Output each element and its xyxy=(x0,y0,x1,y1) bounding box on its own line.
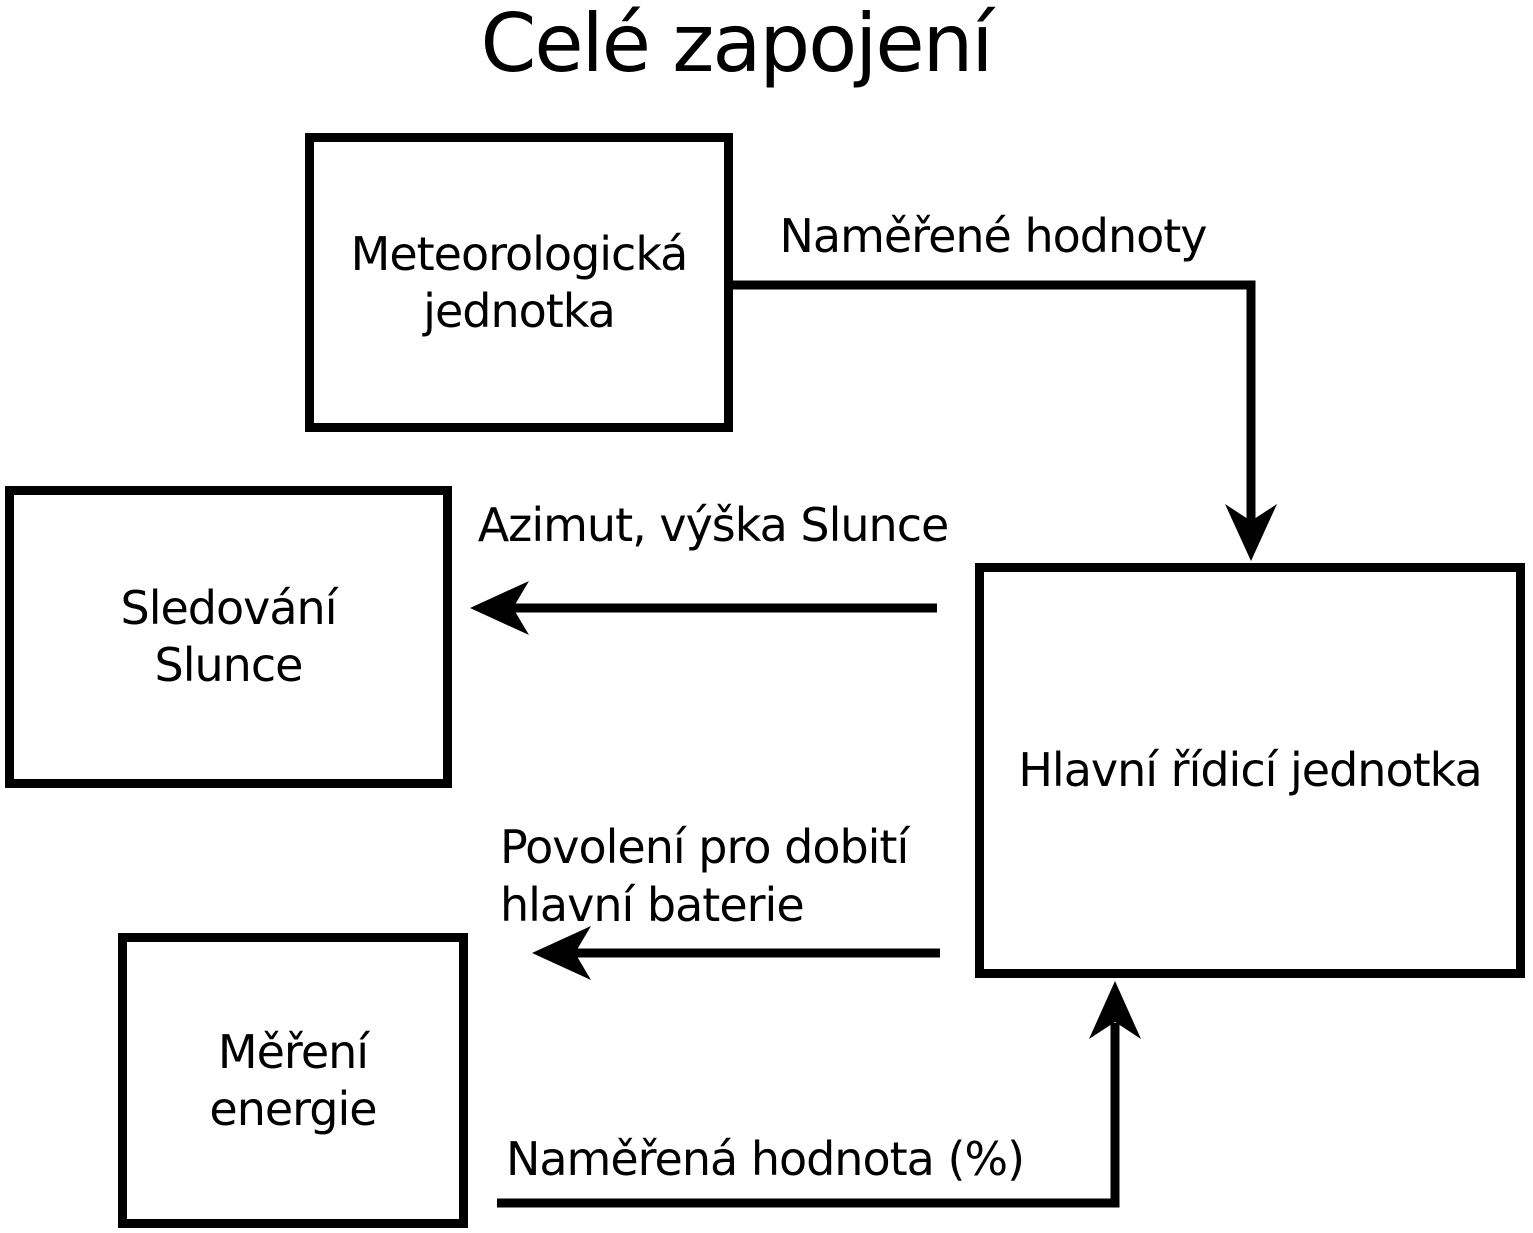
arrowhead-left-icon xyxy=(470,581,529,635)
node-hlavni-ridici-jednotka: Hlavní řídicí jednotka xyxy=(975,563,1525,978)
arrowhead-left-icon xyxy=(532,926,591,980)
edge-label-namerena-hodnota: Naměřená hodnota (%) xyxy=(505,1132,1025,1186)
node-meteorologicka-jednotka: Meteorologická jednotka xyxy=(305,133,733,432)
edge-label-azimut-vyska-slunce: Azimut, výška Slunce xyxy=(477,498,950,552)
edge-label-line: hlavní baterie xyxy=(500,878,805,932)
node-label: Měření energie xyxy=(209,1024,377,1138)
edge-label-line: Povolení pro dobití xyxy=(500,820,909,874)
node-label-line: Hlavní řídicí jednotka xyxy=(1018,743,1482,797)
node-label: Sledování Slunce xyxy=(120,580,338,694)
arrowhead-up-icon xyxy=(1089,981,1141,1039)
node-label: Hlavní řídicí jednotka xyxy=(1018,742,1482,799)
node-label-line: Sledování xyxy=(120,581,338,635)
arrowhead-down-icon xyxy=(1225,504,1277,561)
node-label-line: Slunce xyxy=(154,638,304,692)
edge-label-povoleni-pro-dobiti: Povolení pro dobití hlavní baterie xyxy=(500,818,909,934)
node-mereni-energie: Měření energie xyxy=(118,933,468,1228)
node-label-line: energie xyxy=(209,1081,377,1136)
node-label-line: Měření xyxy=(217,1024,369,1079)
edge-measured-values-line xyxy=(733,280,1256,523)
edge-measured-percentage-line xyxy=(497,1023,1120,1208)
node-label-line: Meteorologická xyxy=(350,226,689,281)
diagram-title: Celé zapojení xyxy=(480,0,993,90)
edge-label-namerene-hodnoty: Naměřené hodnoty xyxy=(779,209,1207,263)
node-label: Meteorologická jednotka xyxy=(350,226,689,340)
node-sledovani-slunce: Sledování Slunce xyxy=(5,486,452,788)
node-label-line: jednotka xyxy=(423,283,616,338)
